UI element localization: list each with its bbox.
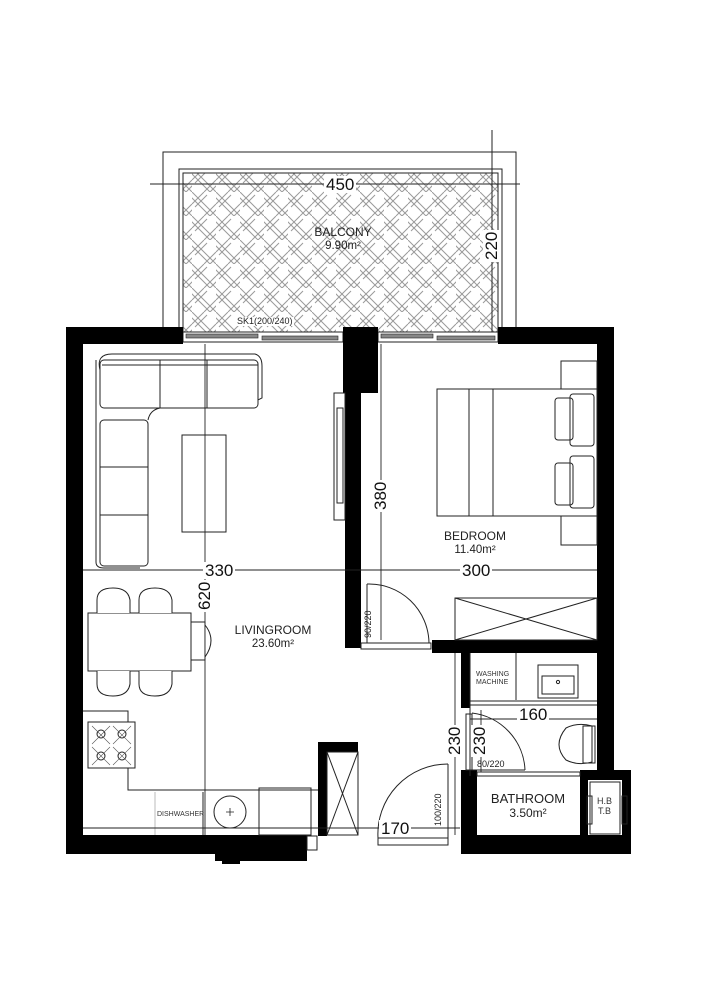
shaft-label: H.B T.B [597,796,613,817]
room-label-bedroom: BEDROOM 11.40m² [430,529,520,557]
balcony-sliding-door [182,331,499,343]
balcony [150,130,520,333]
kitchen-counter [83,710,318,836]
bedroom-name: BEDROOM [443,529,506,543]
balcony-area: 9.90m² [325,239,361,252]
livingroom-area: 23.60m² [251,637,295,650]
dim-bedroom-length: 380 [371,479,390,512]
room-label-balcony: BALCONY 9.90m² [298,225,388,253]
bathroom-name: BATHROOM [490,791,566,806]
bedroom-door [360,583,432,650]
room-label-livingroom: LIVINGROOM 23.60m² [218,623,328,651]
washing-machine-line2: MACHINE [476,678,509,686]
tv-unit [333,392,346,521]
bath-fixtures [465,653,628,835]
livingroom-name: LIVINGROOM [234,623,312,637]
dim-balcony-depth: 220 [482,229,501,262]
dim-bath-width: 160 [517,705,550,724]
room-label-bathroom: BATHROOM 3.50m² [478,791,578,821]
dim-living-length: 620 [195,579,214,612]
shaft-line1: H.B [597,796,613,806]
washing-machine-line1: WASHING [476,671,510,678]
balcony-door-label: SK1(200/240) [236,316,294,326]
dim-bath-length-left: 230 [445,724,464,757]
dishwasher-label: DISHWASHER [157,811,205,818]
bedroom-door-label: 90/220 [363,610,373,638]
sofa [95,353,263,569]
dim-entry-width: 170 [379,819,412,838]
dim-bedroom-width: 300 [460,561,493,580]
walls [66,327,631,864]
bath-door-label: 80/220 [477,759,505,769]
dining-table [87,587,212,697]
shaft-line2: T.B [598,805,612,816]
entry-door [306,763,449,851]
balcony-name: BALCONY [314,225,372,239]
dim-bath-length-right: 230 [470,724,489,757]
kitchen-column [326,751,359,836]
dim-balcony-width: 450 [324,175,357,194]
wardrobe [454,597,598,641]
washing-machine-label: WASHING MACHINE [476,671,509,686]
bathroom-area: 3.50m² [509,805,547,820]
bed [436,360,598,546]
entry-door-label: 100/220 [433,793,443,826]
coffee-table [181,434,227,533]
dim-living-width: 330 [203,561,236,580]
bedroom-area: 11.40m² [454,543,496,556]
